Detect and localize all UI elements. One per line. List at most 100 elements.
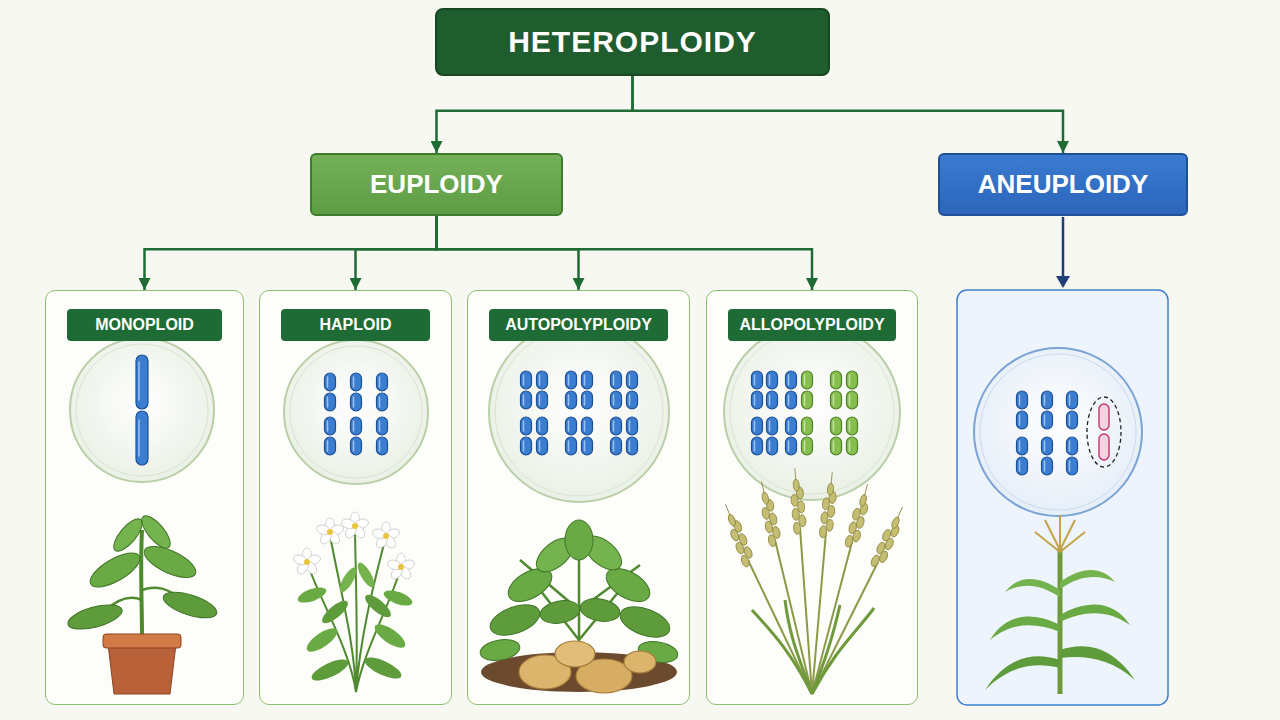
flowering-plant [340,512,369,540]
flowering-plant [292,512,415,692]
haploid-cell [325,373,336,411]
allopolyploid-cell [752,417,763,455]
box-label: HETEROPLOIDY [508,25,757,59]
connector-arrow [437,216,579,290]
aneuploidy-arrow [1056,217,1070,288]
autopolyploid-cell [566,371,577,409]
aneuploid-cell [1067,437,1078,475]
haploid-cell [325,417,336,455]
allopolyploid-cell [767,371,778,409]
potato-plant [538,598,581,627]
potato-plant [479,520,680,693]
haploid-cell [290,346,422,478]
flowering-plant [362,653,404,683]
haploid-cell [284,340,428,484]
monoploid-cell [70,338,214,482]
category-box: EUPLOIDY [310,153,563,216]
aneuploid-cell [1067,391,1078,429]
potato-plant [578,596,621,625]
allopolyploid-cell [802,371,813,409]
corn-plant [1035,515,1085,552]
autopolyploid-cell [611,417,622,455]
aneuploid-cell [1042,391,1053,429]
allopolyploid-cell [724,324,900,500]
flowering-plant [382,587,414,609]
type-panel: HAPLOID [259,290,452,705]
aneuploid-cell [974,348,1142,516]
allopolyploid-cell [730,330,894,494]
potato-plant [616,601,674,643]
type-panel: MONOPLOID [45,290,244,705]
allopolyploid-cell [786,371,797,409]
panel-grounds [957,290,1168,705]
corn-plant [1060,570,1115,589]
potted-plant [65,600,124,634]
potato-plant [555,641,595,667]
aneuploid-cell [1087,397,1121,467]
autopolyploid-cell [627,417,638,455]
potted-plant [103,634,181,648]
aneuploid-cell [1099,404,1109,430]
autopolyploid-cell [489,322,669,502]
flowering-plant [315,518,344,546]
aneuploid-cell [1017,437,1028,475]
connector-arrow [437,76,633,153]
panel-heading: HAPLOID [281,309,430,341]
potato-plant [624,651,656,673]
aneuploid-cell [980,354,1136,510]
autopolyploid-cell [521,417,532,455]
wheat-plant [844,482,874,549]
category-box: ANEUPLOIDY [938,153,1188,216]
box-label: ANEUPLOIDY [978,169,1148,200]
corn-plant [1060,646,1135,680]
wheat-plant [819,472,839,539]
type-panel: AUTOPOLYPLOIDY [467,290,690,705]
allopolyploid-cell [724,324,900,500]
panel-grounds [45,290,1168,705]
allopolyploid-cell [752,371,763,409]
haploid-cell [284,340,428,484]
aneuploid-cell [1042,437,1053,475]
flowering-plant [309,655,351,685]
autopolyploid-cell [611,371,622,409]
flowering-plant [371,522,400,550]
wheat-plant [755,480,783,547]
autopolyploid-cell [537,417,548,455]
flowering-plant [319,597,351,627]
monoploid-cell [138,362,140,400]
wheat-plant [719,468,908,694]
allopolyploid-cell [767,417,778,455]
panel-grounds [45,290,244,705]
aneuploid-cell [974,348,1142,516]
connector-arrow [356,216,437,290]
haploid-cell [351,417,362,455]
potato-plant [486,599,544,641]
connector-arrow [633,76,1064,153]
autopolyploid-cell [489,322,669,502]
flowering-plant [303,624,341,656]
autopolyploid-cell [582,371,593,409]
flowering-plant [292,548,321,576]
panel-heading: ALLOPOLYPLOIDY [728,309,896,341]
wheat-plant [752,600,874,694]
potted-plant [137,512,175,553]
flowering-plant [296,584,328,606]
panel-heading: AUTOPOLYPLOIDY [489,309,668,341]
panel-grounds [259,290,452,705]
haploid-cell [377,373,388,411]
corn-plant [1005,579,1060,597]
autopolyploid-cell [495,328,663,496]
potato-plant [479,637,522,664]
connector-arrow [145,216,437,290]
haploid-cell [351,373,362,411]
panel-grounds [706,290,918,705]
flowering-plant [355,560,378,589]
monoploid-cell [136,355,148,409]
type-panel: ALLOPOLYPLOIDY [706,290,918,705]
potted-plant [65,512,219,694]
corn-plant [1060,605,1130,625]
flowering-plant [371,620,409,652]
